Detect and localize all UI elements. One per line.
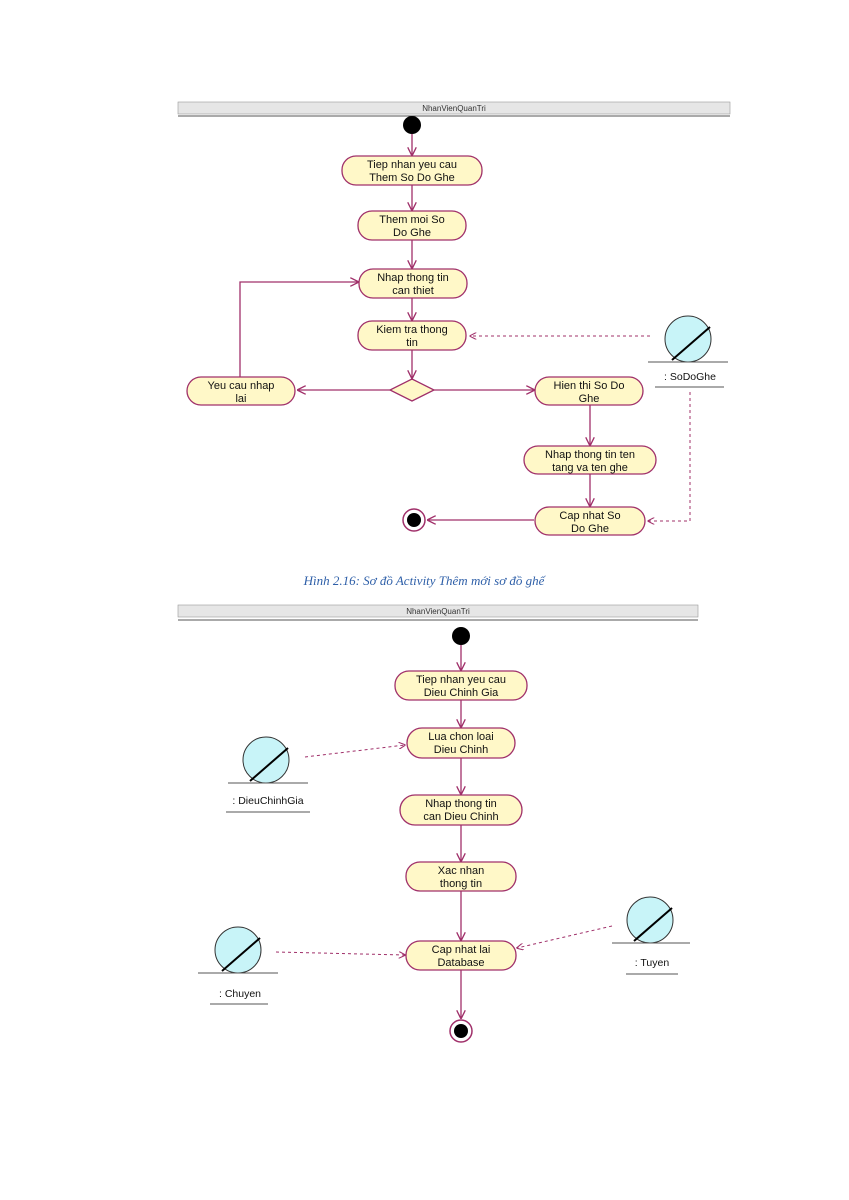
svg-text:Database: Database xyxy=(437,957,484,969)
activity-hien-thi: Hien thi So Do Ghe xyxy=(534,376,644,406)
svg-text:Do Ghe: Do Ghe xyxy=(393,227,431,239)
svg-text:Hien thi So Do: Hien thi So Do xyxy=(554,380,625,392)
svg-text:: Tuyen: : Tuyen xyxy=(635,957,670,969)
svg-text:Nhap thong tin: Nhap thong tin xyxy=(425,798,497,810)
control-flows xyxy=(239,134,590,520)
swimlane-header: NhanVienQuanTri xyxy=(177,604,699,621)
activity-diagram-1: NhanVienQuanTri Tiep nhan yeu cau xyxy=(177,101,731,588)
svg-text:thong tin: thong tin xyxy=(440,878,482,890)
object-dieuchinhgia: : DieuChinhGia xyxy=(226,736,310,813)
svg-text:Do Ghe: Do Ghe xyxy=(571,523,609,535)
svg-text:Xac nhan: Xac nhan xyxy=(438,865,484,877)
activity-tiep-nhan: Tiep nhan yeu cau Them So Do Ghe xyxy=(341,155,483,186)
activity-nhap-thong-tin: Nhap thong tin can thiet xyxy=(358,268,468,299)
final-node xyxy=(402,508,426,532)
object-flows xyxy=(275,745,613,955)
swimlane-title: NhanVienQuanTri xyxy=(406,607,470,616)
svg-text:Them So Do Ghe: Them So Do Ghe xyxy=(369,172,455,184)
svg-text:Dieu Chinh Gia: Dieu Chinh Gia xyxy=(424,687,499,699)
svg-text:Nhap thong tin ten: Nhap thong tin ten xyxy=(545,449,635,461)
swimlane-header: NhanVienQuanTri xyxy=(177,101,731,117)
svg-text:Nhap thong tin: Nhap thong tin xyxy=(377,272,449,284)
object-chuyen: : Chuyen xyxy=(198,926,278,1005)
svg-text:Cap nhat So: Cap nhat So xyxy=(559,510,620,522)
svg-text:Yeu cau nhap: Yeu cau nhap xyxy=(208,380,275,392)
activity-kiem-tra: Kiem tra thong tin xyxy=(357,320,467,351)
svg-text:: Chuyen: : Chuyen xyxy=(219,988,261,1000)
activity-nhap-thong-tin: Nhap thong tin can Dieu Chinh xyxy=(399,794,523,826)
svg-text:Tiep nhan yeu cau: Tiep nhan yeu cau xyxy=(416,674,506,686)
activity-diagram-2: NhanVienQuanTri Tiep nhan yeu cau Dieu C… xyxy=(177,604,699,1043)
initial-node xyxy=(452,627,470,645)
activity-nhap-tang: Nhap thong tin ten tang va ten ghe xyxy=(523,445,657,475)
object-tuyen: : Tuyen xyxy=(612,896,690,975)
activity-xac-nhan: Xac nhan thong tin xyxy=(405,861,517,892)
activity-cap-nhat: Cap nhat So Do Ghe xyxy=(534,506,646,536)
decision-node xyxy=(388,378,436,402)
svg-text:: DieuChinhGia: : DieuChinhGia xyxy=(232,795,303,807)
svg-text:Ghe: Ghe xyxy=(579,393,600,405)
svg-text:Dieu Chinh: Dieu Chinh xyxy=(434,744,488,756)
svg-text:Them moi So: Them moi So xyxy=(379,214,444,226)
activity-cap-nhat: Cap nhat lai Database xyxy=(405,940,517,971)
figure-caption: Hình 2.16: Sơ đồ Activity Thêm mới sơ đồ… xyxy=(303,573,547,588)
svg-text:Lua chon loai: Lua chon loai xyxy=(428,731,493,743)
svg-text:can Dieu Chinh: can Dieu Chinh xyxy=(423,811,498,823)
activity-them-moi: Them moi So Do Ghe xyxy=(357,210,467,241)
svg-text:lai: lai xyxy=(235,393,246,405)
object-sodoghe: : SoDoGhe xyxy=(648,315,728,388)
final-node xyxy=(449,1019,473,1043)
swimlane-title: NhanVienQuanTri xyxy=(422,104,486,113)
svg-text:Cap nhat lai: Cap nhat lai xyxy=(432,944,491,956)
activity-lua-chon: Lua chon loai Dieu Chinh xyxy=(406,727,516,759)
svg-text:can thiet: can thiet xyxy=(392,285,434,297)
svg-text:tin: tin xyxy=(406,337,418,349)
svg-text:Kiem tra thong: Kiem tra thong xyxy=(376,324,448,336)
svg-text:Tiep nhan yeu cau: Tiep nhan yeu cau xyxy=(367,159,457,171)
object-flows xyxy=(470,336,691,521)
initial-node xyxy=(403,116,421,134)
svg-text:tang va ten ghe: tang va ten ghe xyxy=(552,462,628,474)
activity-yeu-cau: Yeu cau nhap lai xyxy=(186,376,296,406)
svg-text:: SoDoGhe: : SoDoGhe xyxy=(664,371,716,383)
activity-tiep-nhan: Tiep nhan yeu cau Dieu Chinh Gia xyxy=(394,670,528,701)
